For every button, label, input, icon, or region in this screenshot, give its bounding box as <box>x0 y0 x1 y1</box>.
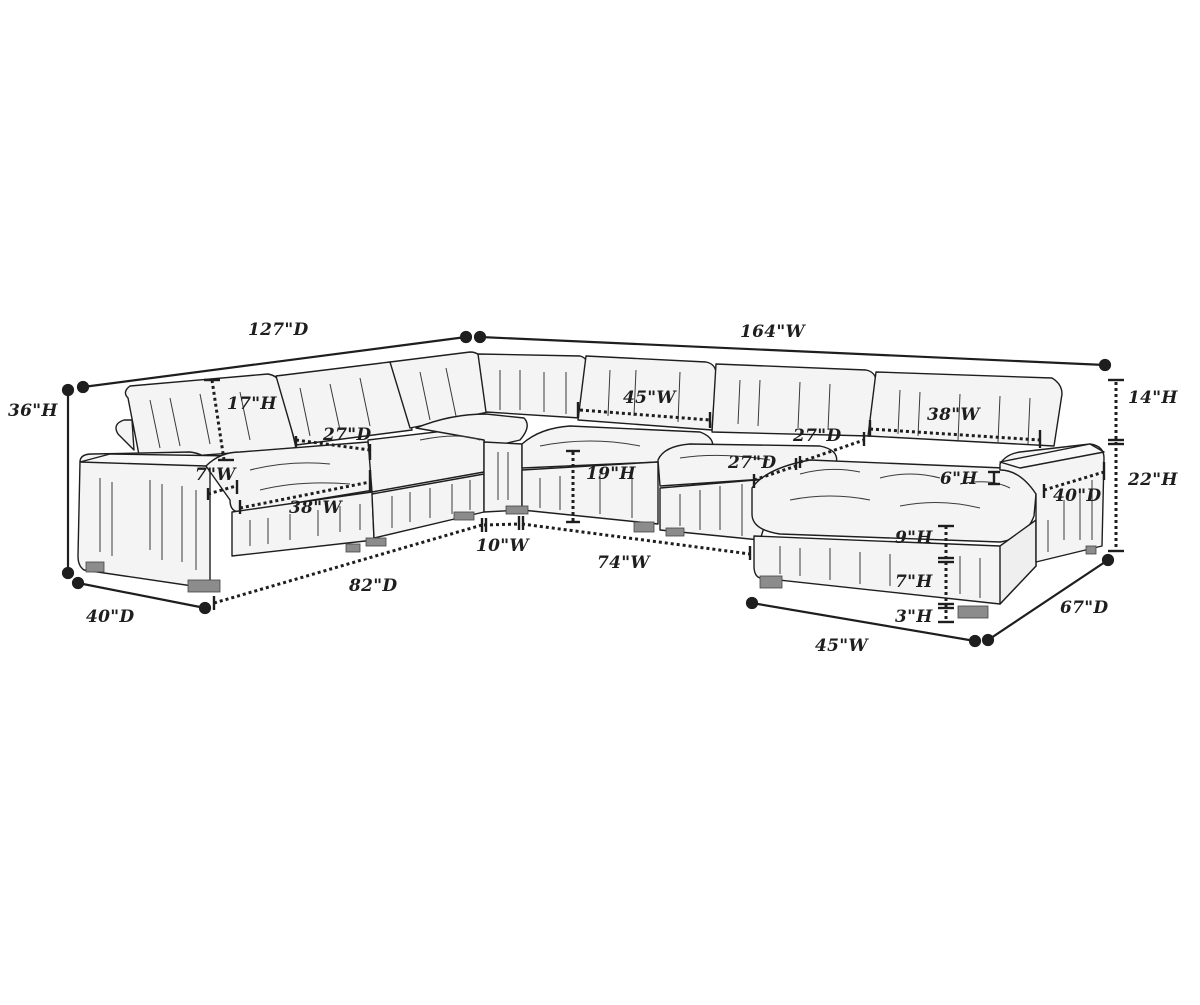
left-bolster <box>115 419 135 451</box>
leg <box>345 543 361 553</box>
chaise-side <box>999 519 1037 605</box>
leg-height-label: 3"H <box>895 607 933 627</box>
detail-dimension-lines <box>207 379 1118 622</box>
left-seat-depth-label: 27"D <box>323 425 372 445</box>
leg <box>453 511 475 521</box>
left-arm-depth-label: 40"D <box>86 607 135 627</box>
overall-depth-left-label: 127"D <box>248 320 309 340</box>
dimension-ticks <box>204 378 1124 624</box>
left-back-height-label: 17"H <box>227 394 277 414</box>
left-seat-width-label: 38"W <box>289 498 342 518</box>
upholstery-texture <box>99 367 1093 598</box>
leg <box>1085 545 1097 555</box>
right-arm-depth-label: 40"D <box>1053 486 1102 506</box>
center-seat-depth-label: 27"D <box>728 453 777 473</box>
legs <box>85 505 1097 619</box>
chaise-base-height-label: 7"H <box>895 572 933 592</box>
seat-height-label: 19"H <box>586 464 636 484</box>
left-length-label: 82"D <box>349 576 398 596</box>
right-back-cushion-2 <box>867 371 1063 447</box>
right-arm-top <box>999 443 1105 469</box>
left-arm-width-label: 7"W <box>195 465 236 485</box>
leg <box>759 575 783 589</box>
chaise-cushion <box>751 459 1037 543</box>
back-height-label: 14"H <box>1128 388 1178 408</box>
center-back-width-label: 45"W <box>623 388 676 408</box>
leg <box>665 527 685 537</box>
leg <box>633 521 655 533</box>
arm-height-above-seat-label: 6"H <box>940 469 978 489</box>
right-seat-depth-label: 27"D <box>793 426 842 446</box>
overall-width-label: 164"W <box>740 322 805 342</box>
leg <box>187 579 221 593</box>
center-front-width-label: 74"W <box>597 553 650 573</box>
leg <box>957 605 989 619</box>
corner-width-label: 10"W <box>476 536 529 556</box>
leg <box>85 561 105 573</box>
chaise-width-label: 45"W <box>815 636 868 656</box>
overall-dimension-lines <box>61 330 1115 648</box>
chaise-total-depth-label: 67"D <box>1060 598 1109 618</box>
leg <box>505 505 529 515</box>
corner-seat <box>415 413 528 449</box>
corner-wedge <box>483 441 523 513</box>
leg <box>365 537 387 547</box>
corner-back-cushion <box>477 353 589 419</box>
right-back-width-label: 38"W <box>927 405 980 425</box>
arm-height-label: 22"H <box>1128 470 1178 490</box>
center-seat-base <box>521 461 659 525</box>
overall-height-label: 36"H <box>8 401 58 421</box>
left-back-cushion-1 <box>124 373 297 461</box>
chaise-cushion-height-label: 9"H <box>895 528 933 548</box>
